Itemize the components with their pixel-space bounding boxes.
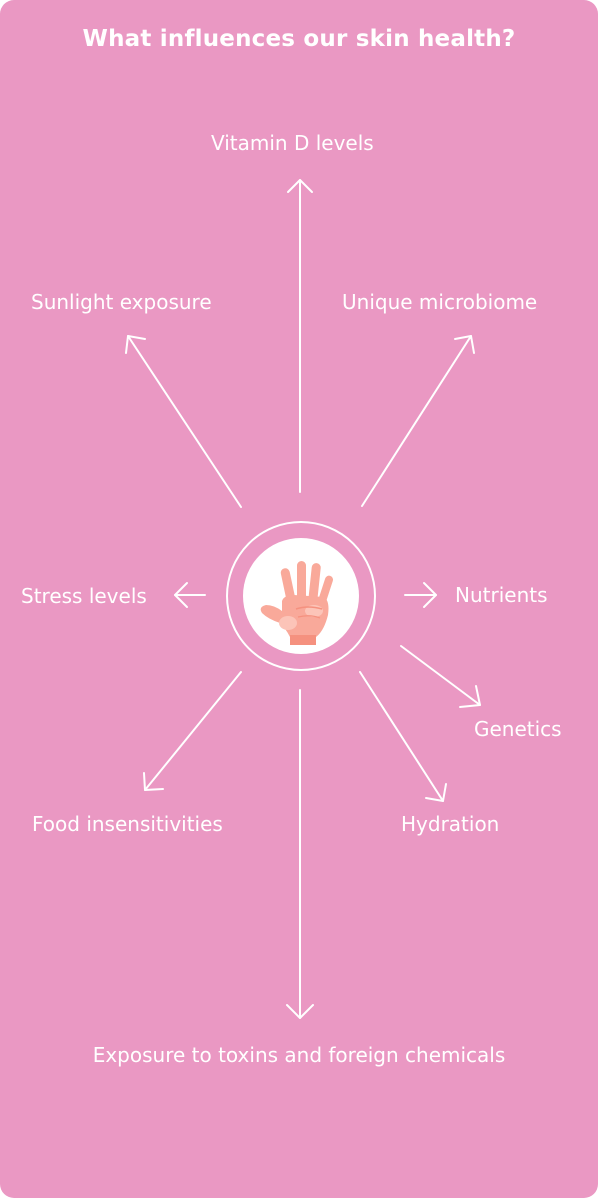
arrow-up-right-icon (361, 335, 475, 507)
arrow-left-icon (174, 582, 206, 608)
factor-label-genetics: Genetics (474, 717, 562, 741)
factor-label-nutrients: Nutrients (455, 583, 548, 607)
factor-label-stress: Stress levels (21, 584, 147, 608)
factor-label-hydration: Hydration (401, 812, 500, 836)
arrow-down-icon (286, 689, 314, 1019)
arrow-up-icon (287, 179, 313, 493)
arrow-down-left-icon (143, 671, 242, 791)
factor-label-toxins: Exposure to toxins and foreign chemicals (92, 1043, 506, 1067)
factor-label-sunlight: Sunlight exposure (31, 290, 212, 314)
hand-palm-icon (226, 521, 376, 671)
center-hub (224, 519, 378, 673)
factor-label-microbiome: Unique microbiome (342, 290, 538, 314)
factor-label-vitamin-d: Vitamin D levels (211, 131, 374, 155)
arrow-down-right-icon (359, 671, 447, 802)
factor-label-food: Food insensitivities (32, 812, 223, 836)
page-title: What influences our skin health? (82, 26, 516, 52)
arrow-down-right-icon (400, 645, 481, 708)
arrow-right-icon (404, 582, 437, 608)
arrow-up-left-icon (125, 335, 242, 508)
